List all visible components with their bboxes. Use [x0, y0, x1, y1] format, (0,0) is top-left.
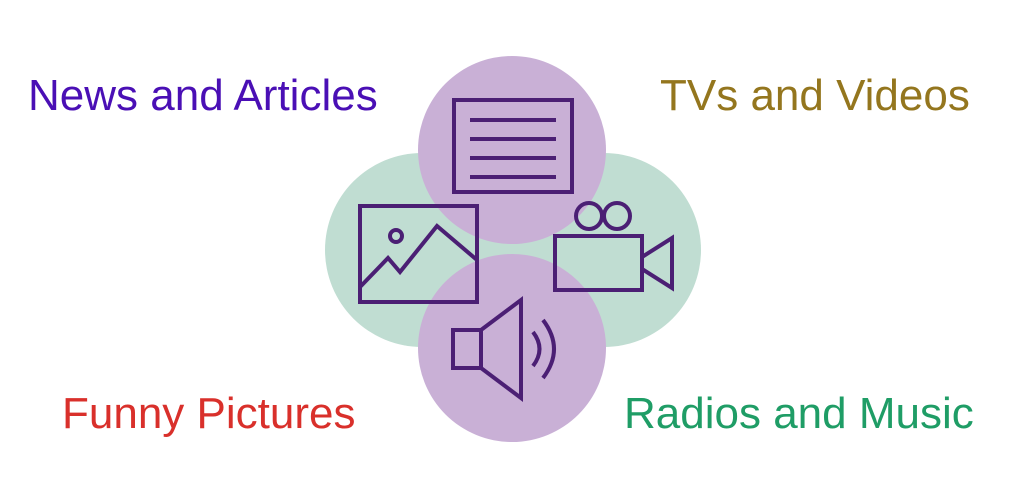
circle-audio	[418, 254, 606, 442]
label-tvs-and-videos: TVs and Videos	[660, 71, 970, 120]
label-radios-and-music: Radios and Music	[624, 389, 974, 438]
label-news-and-articles: News and Articles	[28, 71, 378, 120]
document-icon	[452, 98, 574, 194]
speaker-icon	[451, 296, 556, 402]
circle-news	[418, 56, 606, 244]
picture-icon	[358, 204, 479, 304]
label-funny-pictures: Funny Pictures	[62, 389, 356, 438]
video-camera-icon	[553, 201, 674, 292]
